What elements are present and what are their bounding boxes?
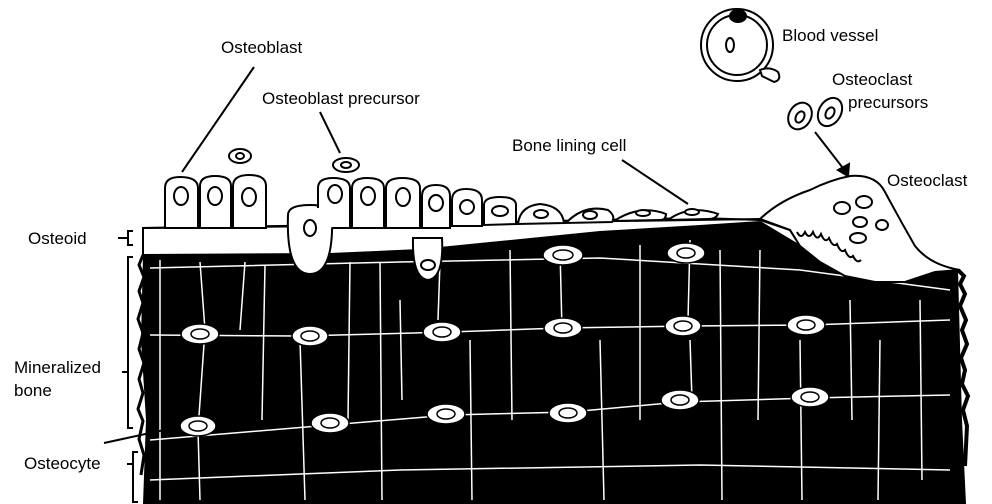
osteoblast	[352, 178, 384, 228]
osteoblast	[484, 197, 516, 225]
osteocyte	[292, 326, 328, 346]
osteoclast-precursors-leader	[815, 132, 846, 172]
label-osteoblast: Osteoblast	[221, 38, 302, 58]
label-osteoclast-precursors-1: Osteoclast	[832, 70, 912, 90]
label-osteoblast-precursor: Osteoblast precursor	[262, 89, 420, 109]
osteocyte	[543, 245, 583, 265]
label-osteoclast-precursors-2: precursors	[848, 93, 928, 113]
osteocyte-bracket	[127, 452, 138, 502]
bone-lining-cell-leader	[622, 160, 688, 204]
mineralized-bone-bracket	[122, 257, 133, 428]
label-blood-vessel: Blood vessel	[782, 26, 878, 46]
osteocyte	[180, 416, 216, 436]
label-osteocyte: Osteocyte	[24, 454, 101, 474]
osteocyte	[181, 324, 219, 344]
blood-vessel	[701, 9, 779, 82]
osteoblast	[200, 176, 231, 228]
label-mineralized-bone-2: bone	[14, 381, 52, 401]
osteocyte	[791, 387, 829, 407]
osteocyte	[661, 390, 699, 410]
label-mineralized-bone-1: Mineralized	[14, 358, 101, 378]
osteocyte	[423, 322, 461, 342]
osteoblast	[233, 175, 266, 228]
osteoblast	[386, 178, 420, 228]
label-osteoclast: Osteoclast	[887, 171, 967, 191]
osteoblast	[452, 189, 482, 226]
osteoblast	[422, 185, 450, 228]
osteoclast-precursors	[783, 94, 847, 134]
osteoid-bracket	[118, 231, 133, 245]
osteocyte	[427, 404, 465, 424]
osteocyte	[665, 316, 701, 336]
osteocyte	[787, 315, 825, 335]
label-bone-lining-cell: Bone lining cell	[512, 136, 626, 156]
osteocyte	[544, 318, 582, 338]
osteoblast	[518, 204, 564, 224]
osteoblasts	[165, 175, 564, 228]
osteocyte	[549, 403, 587, 423]
osteoblast	[165, 177, 198, 228]
osteocyte	[667, 243, 705, 263]
osteoblast-precursor-leader	[320, 112, 340, 153]
label-osteoid: Osteoid	[28, 229, 87, 249]
osteocyte	[311, 413, 349, 433]
